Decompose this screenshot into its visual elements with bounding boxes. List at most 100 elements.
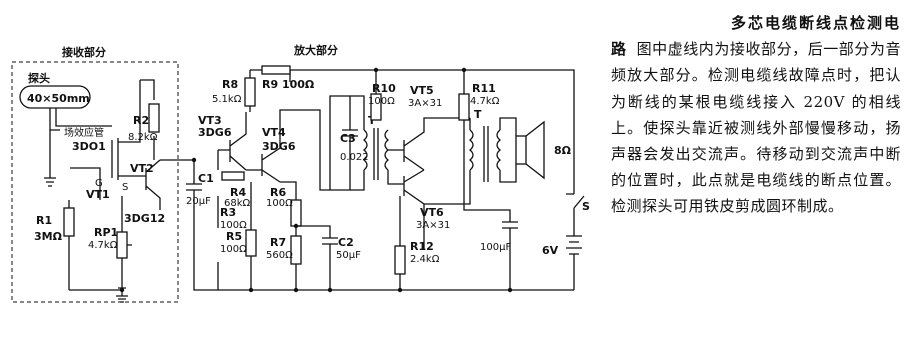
junction-dot <box>191 157 197 163</box>
junction-dot <box>293 287 299 293</box>
vt3-label: VT3 <box>198 114 222 127</box>
rp1-leads <box>118 196 132 289</box>
article-title-line2: 路 <box>611 40 627 59</box>
junction-dot <box>293 223 299 229</box>
r10-resistor <box>370 93 382 121</box>
r9-label: R9 100Ω <box>262 78 315 91</box>
r2-value: 8.2kΩ <box>128 132 158 143</box>
r11-value: 4.7kΩ <box>470 96 500 107</box>
junction-dot <box>461 67 467 73</box>
r1-resistor <box>63 207 75 237</box>
vt5-model: 3A×31 <box>408 98 442 109</box>
probe-leads <box>49 108 112 131</box>
circuit-schematic: 接收部分 放大部分 探头 40×50mm 场效应管 3DO1 G S VT1 R… <box>11 43 590 303</box>
r11-label: R11 <box>472 82 496 95</box>
r10-label: R10 <box>372 82 396 95</box>
r7-resistor <box>290 235 302 265</box>
article-body: 图中虚线内为接收部分，后一部分为音频放大部分。检测电缆线故障点时，把认为断线的某… <box>611 40 901 216</box>
vt3-model: 3DG6 <box>198 126 232 139</box>
c1-capacitor <box>186 170 202 262</box>
r12-value: 2.4kΩ <box>410 254 440 265</box>
vt4-collector-wire <box>279 109 330 191</box>
t2-secondary-wire <box>499 117 517 183</box>
c3-value: 0.022 <box>340 152 369 163</box>
vt2-model: 3DG12 <box>124 212 165 225</box>
vt5-symbol <box>388 117 470 171</box>
speaker-coil <box>515 135 527 165</box>
vt1-label: VT1 <box>86 188 110 201</box>
c4-value: 100μF <box>480 242 511 253</box>
c3-label: C3 <box>340 132 356 145</box>
speaker-cone <box>525 120 545 180</box>
switch-s <box>520 69 585 236</box>
r1-value: 3MΩ <box>34 230 63 243</box>
battery-6v <box>566 235 582 290</box>
r3-label: R3 <box>220 206 236 219</box>
t1-primary-wire <box>350 95 365 191</box>
fet-model: 3DO1 <box>72 140 106 153</box>
vt6-model: 3A×31 <box>416 220 450 231</box>
article-text: 多芯电缆断线点检测电 路图中虚线内为接收部分，后一部分为音频放大部分。检测电缆线… <box>611 10 901 220</box>
battery-label: 6V <box>542 244 559 257</box>
fet-vt1-symbol <box>111 80 141 180</box>
r8-value: 5.1kΩ <box>212 94 242 105</box>
c2-capacitor <box>296 225 338 290</box>
fet-label: 场效应管 <box>64 126 104 139</box>
vt4-model: 3DG6 <box>262 140 296 153</box>
r8-resistor <box>244 77 256 107</box>
rp1-label: RP1 <box>94 226 118 239</box>
r7-label: R7 <box>270 236 286 249</box>
junction-dot <box>507 287 513 293</box>
amplify-section-label: 放大部分 <box>293 43 338 57</box>
r6-label: R6 <box>270 186 286 199</box>
probe-size: 40×50mm <box>27 92 90 105</box>
receive-section-label: 接收部分 <box>62 45 106 59</box>
ground-rail-main <box>193 262 574 291</box>
r1-wire <box>70 167 101 200</box>
rp1-value: 4.7kΩ <box>88 240 118 251</box>
r4-value: 68kΩ <box>224 198 251 209</box>
junction-dot <box>373 67 379 73</box>
junction-dot <box>119 287 125 293</box>
fet-g-label: G <box>95 178 103 189</box>
vt3-symbol <box>218 112 247 171</box>
vt2-symbol <box>134 159 161 210</box>
r5-resistor <box>245 229 257 257</box>
probe-ground <box>44 130 56 187</box>
vt4-label: VT4 <box>262 126 286 139</box>
r2-resistor <box>148 103 160 133</box>
r12-resistor <box>394 245 406 275</box>
junction-dot <box>248 287 254 293</box>
t2-label: T <box>474 108 482 121</box>
r5-value: 100Ω <box>220 244 247 255</box>
r8-label: R8 <box>222 78 238 91</box>
vt6-label: VT6 <box>420 206 444 219</box>
ground-rail-left <box>69 288 128 303</box>
t1-transformer <box>362 128 390 180</box>
r6-value: 100Ω <box>266 198 293 209</box>
r1-label: R1 <box>36 214 52 227</box>
r9-resistor <box>261 65 291 75</box>
vt2-label: VT2 <box>130 162 154 175</box>
c4-capacitor <box>463 120 518 290</box>
speaker-label: 8Ω <box>554 144 572 157</box>
vt4-symbol <box>246 134 281 183</box>
r3-value: 100Ω <box>220 220 247 231</box>
fet-s-label: S <box>122 182 128 193</box>
r4-resistor <box>221 171 245 181</box>
r10-value: 100Ω <box>368 96 395 107</box>
r2-wire <box>140 79 155 160</box>
r2-label: R2 <box>133 114 149 127</box>
c2-label: C2 <box>338 236 354 249</box>
c1-label: C1 <box>198 172 214 185</box>
r7-value: 560Ω <box>266 250 293 261</box>
r5-label: R5 <box>226 230 242 243</box>
c1-value: 20μF <box>186 196 211 207</box>
rp1-potentiometer <box>116 231 128 259</box>
vt6-symbol <box>387 169 425 250</box>
c3-capacitor <box>329 95 358 191</box>
junction-dot <box>397 287 403 293</box>
article-title-line1: 多芯电缆断线点检测电 <box>730 14 901 32</box>
switch-label: S <box>582 200 590 213</box>
junction-dot <box>327 287 333 293</box>
